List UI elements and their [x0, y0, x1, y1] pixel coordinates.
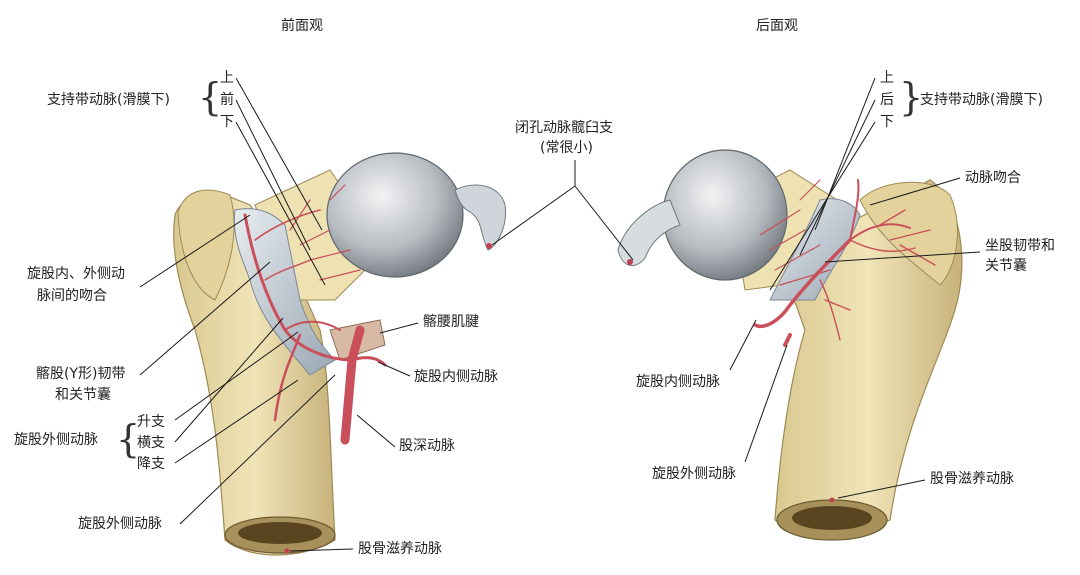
anterior-deep-femoral-label: 股深动脉	[399, 438, 455, 454]
posterior-femoral-head	[662, 149, 788, 281]
anterior-capsule-ligament	[233, 208, 336, 376]
posterior-greater-trochanter	[859, 181, 958, 286]
posterior-nutrient-label: 股骨滋养动脉	[930, 471, 1014, 487]
anterior-obturator-branch-dot	[486, 243, 492, 249]
posterior-sup-label: 上	[880, 70, 894, 86]
leader-lines	[139, 77, 981, 552]
anterior-femur	[173, 152, 507, 556]
anterior-sup-label: 上	[220, 70, 234, 86]
anterior-branches-brace: {	[116, 417, 141, 461]
posterior-post-label: 后	[880, 92, 894, 108]
posterior-lateral-circumflex-label: 旋股外侧动脉	[652, 466, 736, 482]
posterior-inf-label: 下	[880, 114, 894, 130]
posterior-retinacular-brace: }	[899, 75, 924, 119]
posterior-arteries	[753, 179, 936, 347]
anterior-descending-branch-label: 降支	[137, 456, 165, 472]
anterior-arteries	[243, 184, 387, 445]
obturator-branch-label-line1: 闭孔动脉髋臼支	[515, 120, 613, 136]
posterior-femur	[617, 149, 963, 541]
anterior-ant-label: 前	[220, 92, 234, 108]
anterior-nutrient-dot	[284, 548, 290, 554]
anterior-medial-circumflex-label: 旋股内侧动脉	[414, 369, 498, 385]
posterior-ligamentum-teres	[617, 199, 681, 266]
anterior-transverse-branch-label: 横支	[137, 435, 165, 451]
posterior-medial-circumflex-label: 旋股内侧动脉	[636, 374, 720, 390]
anterior-ascending-branch-label: 升支	[137, 414, 165, 430]
posterior-marrow-cavity	[792, 506, 872, 530]
anterior-iliofemoral-label-line2: 和关节囊	[55, 387, 111, 403]
posterior-ischiofemoral-label-line1: 坐股韧带和	[985, 238, 1055, 254]
anterior-anastomosis-label-line2: 脉间的吻合	[37, 288, 107, 304]
posterior-retinacular-label: 支持带动脉(滑膜下)	[920, 92, 1043, 108]
anterior-ligamentum-teres	[454, 184, 507, 251]
obturator-branch-label-line2: (常很小)	[540, 140, 593, 156]
anterior-iliopsoas-label: 髂腰肌腱	[423, 314, 479, 330]
posterior-nutrient-dot	[829, 497, 835, 503]
anterior-femoral-head	[326, 152, 464, 278]
posterior-view-title: 后面观	[756, 18, 798, 34]
anterior-inf-label: 下	[220, 114, 234, 130]
anterior-iliofemoral-label-line1: 髂股(Y形)韧带	[36, 366, 126, 382]
posterior-obturator-branch-dot	[627, 259, 633, 265]
anterior-retinacular-label: 支持带动脉(滑膜下)	[47, 92, 170, 108]
posterior-ischiofemoral-label-line2: 关节囊	[985, 258, 1027, 274]
anterior-lateral-circumflex-lower-label: 旋股外侧动脉	[78, 516, 162, 532]
anterior-nutrient-label: 股骨滋养动脉	[358, 541, 442, 557]
anterior-anastomosis-label-line1: 旋股内、外侧动	[27, 266, 125, 282]
anterior-marrow-cavity	[238, 522, 322, 544]
anterior-lateral-circumflex-label: 旋股外侧动脉	[14, 432, 98, 448]
posterior-ischiofemoral-ligament	[769, 198, 861, 301]
posterior-anastomosis-label: 动脉吻合	[965, 170, 1021, 186]
anterior-view-title: 前面观	[281, 18, 323, 34]
anterior-retinacular-brace: {	[198, 75, 223, 119]
anterior-greater-trochanter	[177, 189, 235, 301]
